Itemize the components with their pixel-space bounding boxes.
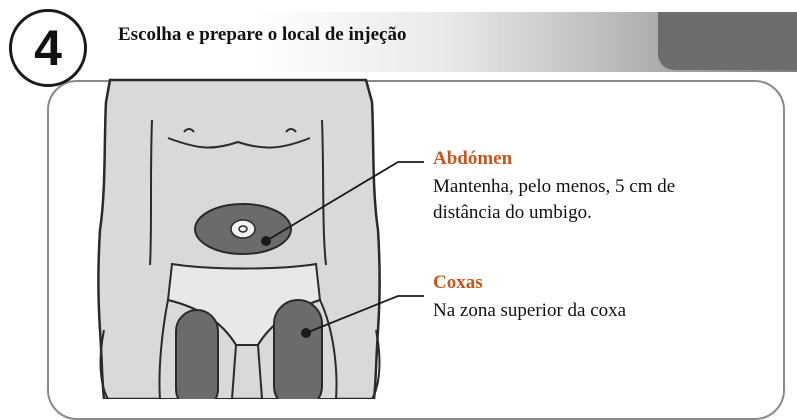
abdomen-leader-line <box>265 161 424 242</box>
navel <box>238 225 248 233</box>
body-illustration <box>97 78 424 399</box>
left-arm-line <box>149 119 153 266</box>
left-nipple <box>183 128 195 133</box>
thighs-leader-line <box>305 295 424 334</box>
right-arm-line <box>321 119 327 266</box>
step-title: Escolha e prepare o local de injeção <box>118 24 407 45</box>
right-hand <box>371 329 381 399</box>
abdomen-text-line: Mantenha, pelo menos, 5 cm de <box>433 176 676 197</box>
thighs-text: Na zona superior da coxa <box>433 298 626 324</box>
abdomen-title: Abdómen <box>433 148 513 169</box>
left-thigh-injection-area <box>175 309 219 399</box>
navel-exclusion-zone <box>230 219 256 239</box>
thighs-title: Coxas <box>433 272 483 293</box>
right-thigh-injection-area <box>273 299 323 399</box>
step-number: 4 <box>34 20 62 76</box>
chest-line <box>167 137 311 149</box>
abdomen-text: Mantenha, pelo menos, 5 cm de distância … <box>433 174 675 226</box>
step-number-badge: 4 <box>9 9 87 87</box>
thighs-text-line: Na zona superior da coxa <box>433 300 627 321</box>
right-nipple <box>285 128 297 133</box>
header-tab-decoration <box>658 12 797 70</box>
abdomen-text-line: distância do umbigo. <box>433 202 592 223</box>
left-hand <box>99 329 109 399</box>
